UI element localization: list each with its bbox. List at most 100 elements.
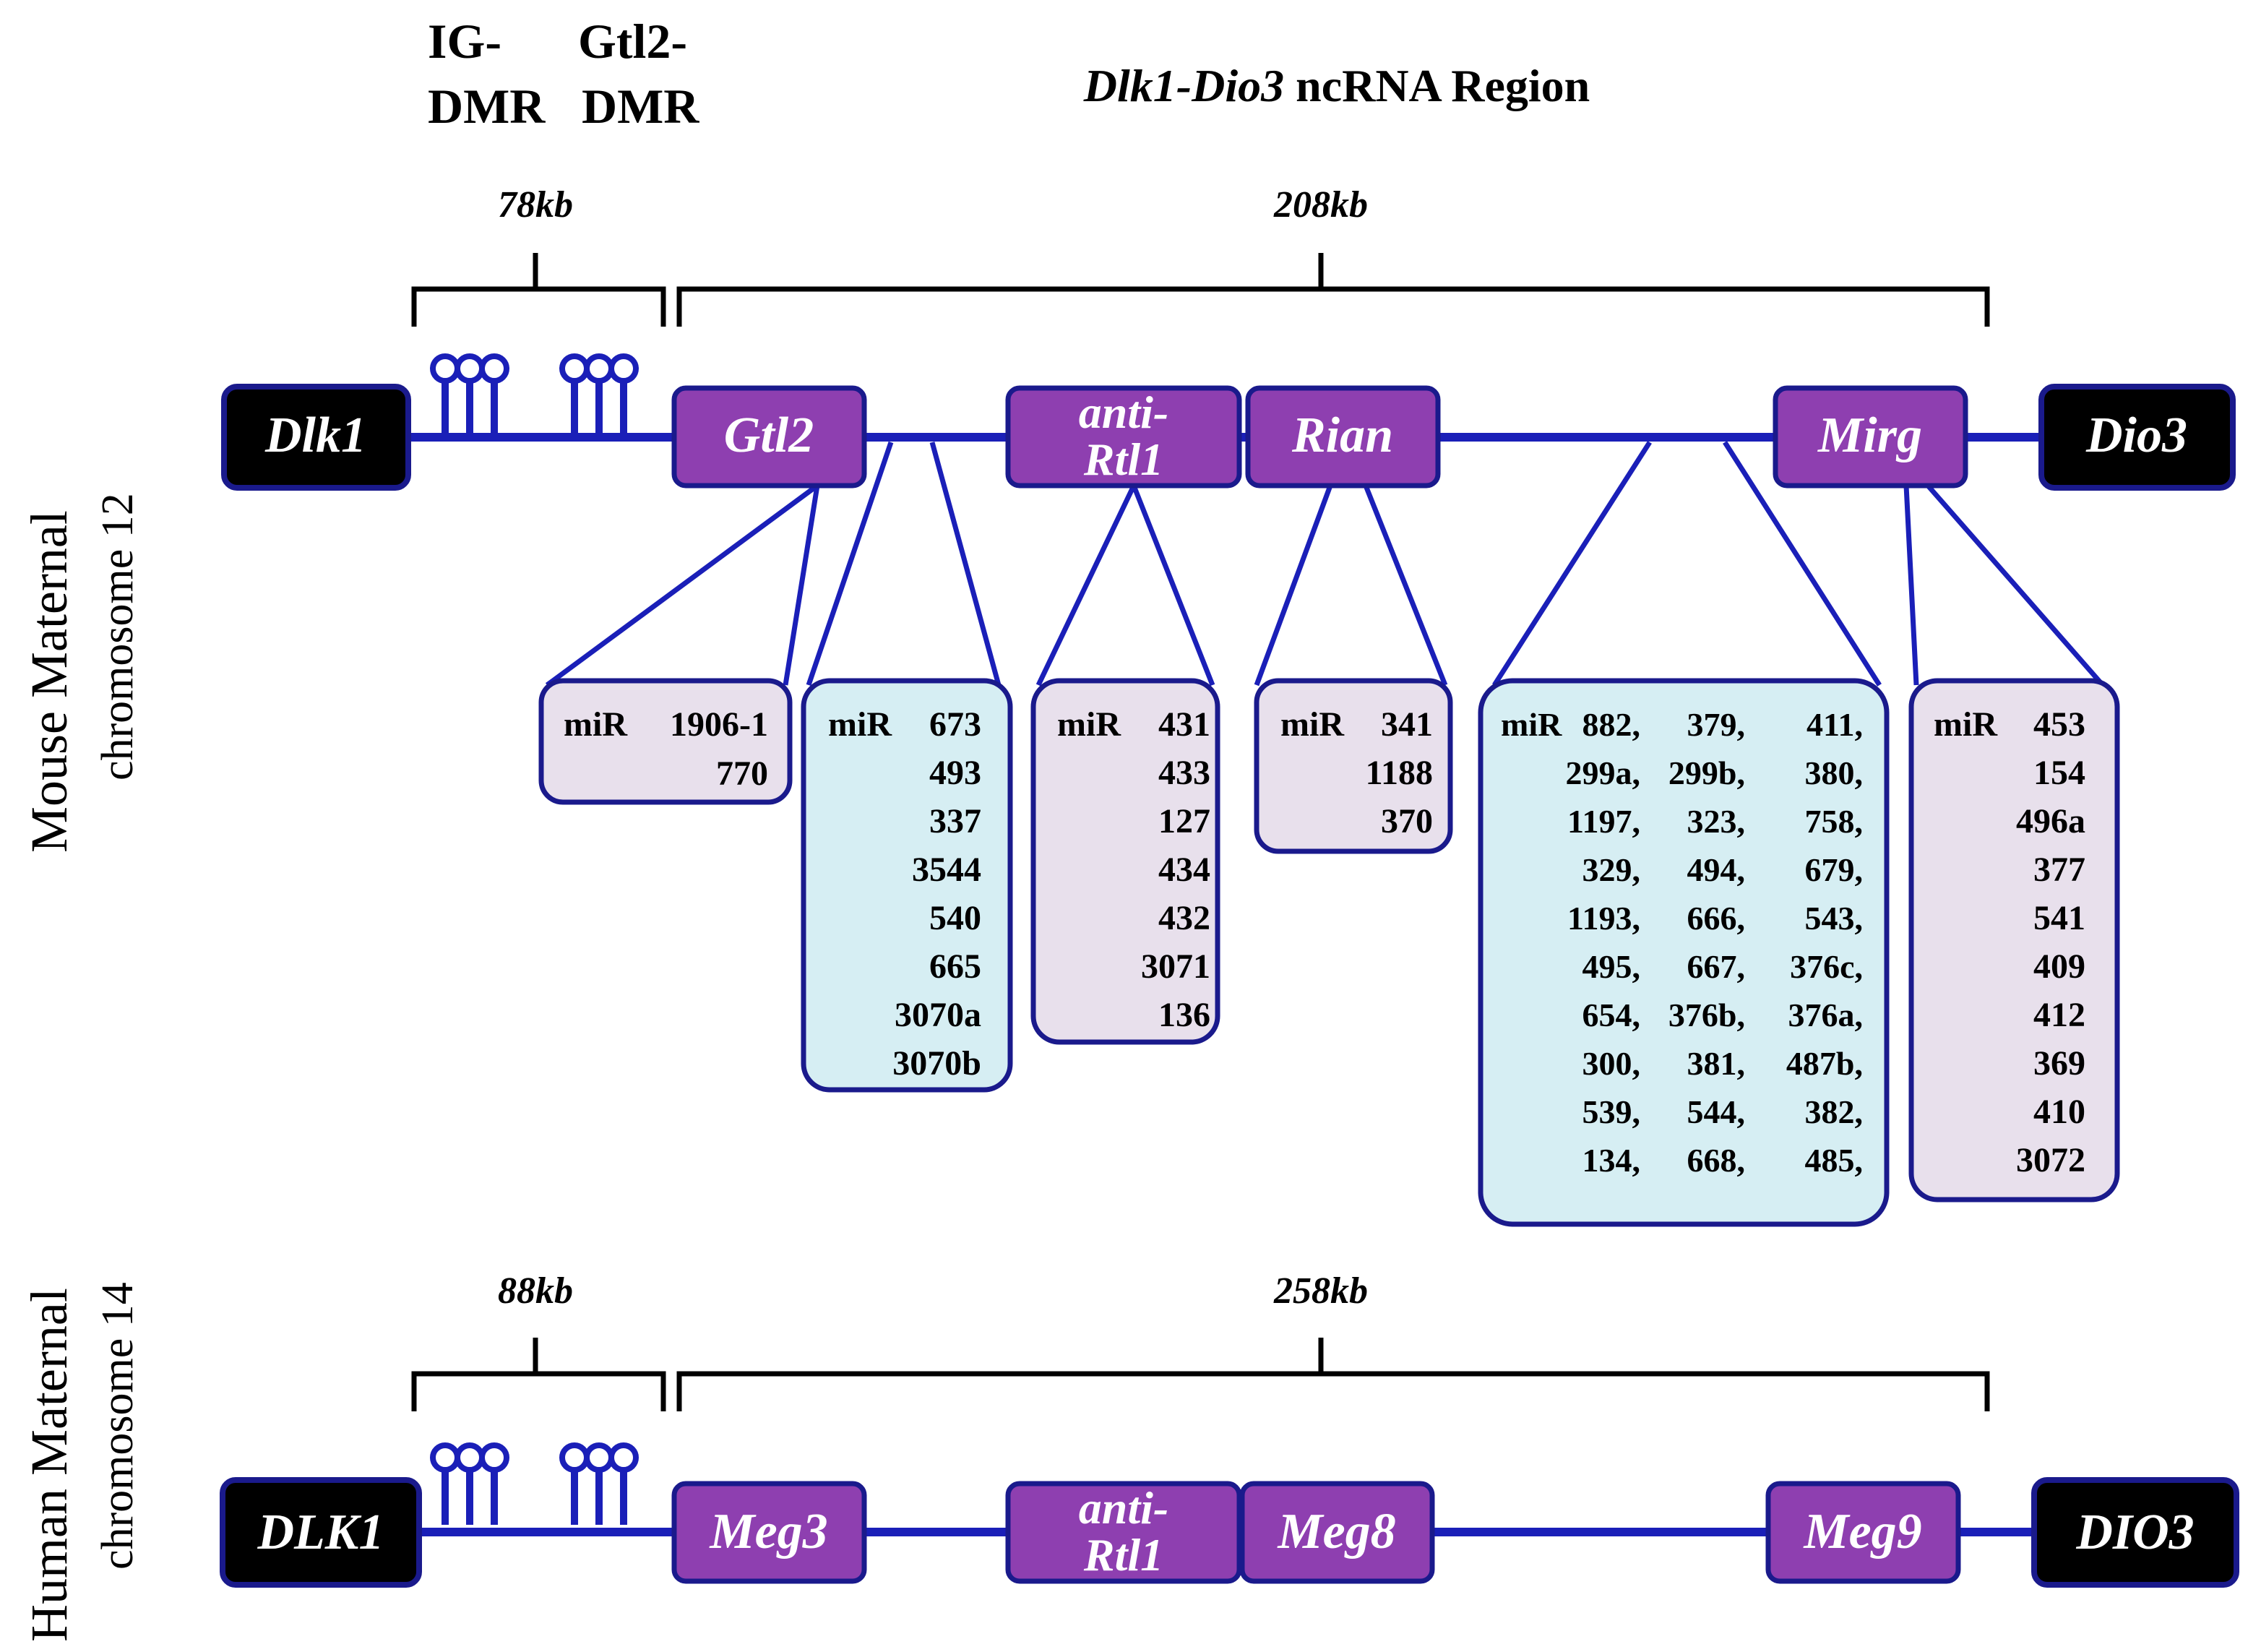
lollipop-methyl-icon xyxy=(611,1445,636,1525)
gene-anti-rtl1-human: anti- Rtl1 xyxy=(1005,1481,1242,1584)
human-bracket-right xyxy=(676,1338,1990,1411)
gene-gtl2: Gtl2 xyxy=(671,385,867,489)
mirna-item: 299b, xyxy=(1668,754,1745,791)
gene-meg8: Meg8 xyxy=(1239,1481,1435,1584)
gene-dio3-human: DIO3 xyxy=(2031,1477,2239,1588)
mirna-item: 493 xyxy=(929,754,981,792)
mouse-label-line1: Mouse Maternal xyxy=(20,510,78,853)
header: IG- DMR Gtl2- DMR Dlk1-Dio3 ncRNA Region xyxy=(428,14,1590,134)
gene-label-line1: anti- xyxy=(1079,1482,1168,1533)
mirna-item: 376a, xyxy=(1788,997,1864,1033)
mirna-item: 679, xyxy=(1805,851,1864,888)
gene-label-line2: Rtl1 xyxy=(1083,1529,1163,1580)
gene-label: DLK1 xyxy=(257,1505,384,1560)
gene-rian: Rian xyxy=(1245,385,1441,489)
lollipop-methyl-icon xyxy=(482,356,507,436)
gene-label-line1: anti- xyxy=(1079,387,1168,438)
mirna-item: 329, xyxy=(1582,851,1641,888)
mirna-item: 376c, xyxy=(1790,948,1863,985)
mouse-side-label: Mouse Maternal chromosome 12 xyxy=(20,493,142,853)
human-genes: DLK1 Meg3 anti- Rtl1 Meg8 Meg9 DIO3 xyxy=(220,1477,2239,1588)
human-methylation-markers xyxy=(433,1445,636,1525)
mirna-item: 323, xyxy=(1687,803,1746,840)
gene-label: DIO3 xyxy=(2075,1505,2194,1560)
mirna-item: 154 xyxy=(2033,754,2085,792)
gene-label: Meg8 xyxy=(1277,1504,1395,1559)
mirna-item: 665 xyxy=(929,947,981,986)
human-bracket-left xyxy=(411,1338,666,1411)
lollipop-methyl-icon xyxy=(587,1445,611,1525)
mirna-item: 3071 xyxy=(1141,947,1210,986)
mouse-callout-lines xyxy=(545,441,2105,687)
mirna-item: 666, xyxy=(1687,900,1746,937)
mirna-item: 341 xyxy=(1381,705,1433,744)
mirna-item: 381, xyxy=(1687,1045,1746,1082)
gene-meg3: Meg3 xyxy=(671,1481,867,1584)
lollipop-methyl-icon xyxy=(562,356,587,436)
gene-label-line2: Rtl1 xyxy=(1083,434,1163,485)
mirna-cluster-mirg: miR 453 154 496a 377 541 409 412 369 410… xyxy=(1908,678,2120,1203)
mirna-prefix: miR xyxy=(1280,705,1345,744)
lollipop-methyl-icon xyxy=(562,1445,587,1525)
mirna-item: 667, xyxy=(1687,948,1746,985)
mirna-item: 1906-1 xyxy=(670,705,768,744)
human-span-brackets: 88kb 258kb xyxy=(411,1270,1990,1411)
mirna-item: 1193, xyxy=(1567,900,1640,937)
mirna-item: 540 xyxy=(929,899,981,937)
mirna-cluster-anti-rtl1: miR 431 433 127 434 432 3071 136 xyxy=(1030,678,1220,1045)
mirna-item: 412 xyxy=(2033,996,2085,1034)
gtl2-dmr-label-line1: Gtl2- xyxy=(578,14,687,69)
gene-dlk1: Dlk1 xyxy=(221,384,411,491)
mouse-bracket-right xyxy=(676,253,1990,327)
lollipop-methyl-icon xyxy=(587,356,611,436)
mirna-grid: 882,379,411,299a,299b,380,1197,323,758,3… xyxy=(1566,706,1864,1179)
mouse-span-right-label: 208kb xyxy=(1273,184,1368,225)
lollipop-methyl-icon xyxy=(482,1445,507,1525)
mouse-span-left-label: 78kb xyxy=(498,184,573,225)
mirna-item: 300, xyxy=(1582,1045,1641,1082)
human-side-label: Human Maternal chromosome 14 xyxy=(20,1282,142,1642)
gene-dio3: Dio3 xyxy=(2038,384,2236,491)
ig-dmr-label-line1: IG- xyxy=(428,14,501,69)
gene-label: Gtl2 xyxy=(724,408,814,463)
mirna-item: 380, xyxy=(1805,754,1864,791)
mirna-prefix: miR xyxy=(564,705,628,744)
mirna-cluster-gtl2-downstream: miR 673 493 337 3544 540 665 3070a 3070b xyxy=(801,678,1013,1093)
mirna-item: 495, xyxy=(1582,948,1641,985)
mirna-item: 410 xyxy=(2033,1093,2085,1131)
human-label-line1: Human Maternal xyxy=(20,1288,78,1642)
mirna-item: 431 xyxy=(1158,705,1210,744)
mouse-methylation-markers xyxy=(433,356,636,436)
gene-meg9: Meg9 xyxy=(1765,1481,1961,1584)
mirna-item: 411, xyxy=(1806,706,1863,743)
gene-anti-rtl1: anti- Rtl1 xyxy=(1005,385,1242,489)
mirna-item: 543, xyxy=(1805,900,1864,937)
region-title-italic: Dlk1-Dio3 xyxy=(1083,60,1284,111)
gene-label: Mirg xyxy=(1817,408,1922,463)
mirna-item: 882, xyxy=(1582,706,1641,743)
mirna-item: 3544 xyxy=(912,851,981,889)
mirna-item: 369 xyxy=(2033,1044,2085,1083)
mirna-item: 1197, xyxy=(1567,803,1640,840)
human-label-line2: chromosome 14 xyxy=(93,1282,142,1570)
mouse-span-brackets: 78kb 208kb xyxy=(411,184,1990,327)
mirna-item: 433 xyxy=(1158,754,1210,792)
ig-dmr-label-line2: DMR xyxy=(428,79,546,134)
mirna-item: 409 xyxy=(2033,947,2085,986)
mirna-item: 3070a xyxy=(895,996,981,1034)
gene-label: Meg3 xyxy=(709,1504,827,1559)
gene-dlk1-human: DLK1 xyxy=(220,1477,422,1588)
mirna-cluster-rian: miR 341 1188 370 xyxy=(1254,678,1453,854)
mirna-prefix: miR xyxy=(1501,706,1562,743)
mirna-item: 770 xyxy=(716,754,768,793)
mirna-item: 485, xyxy=(1805,1142,1864,1179)
gene-mirg: Mirg xyxy=(1773,385,1968,489)
mirna-item: 668, xyxy=(1687,1142,1746,1179)
gene-label: Meg9 xyxy=(1803,1504,1921,1559)
mirna-prefix: miR xyxy=(1934,705,1998,744)
lollipop-methyl-icon xyxy=(457,356,482,436)
mirna-item: 337 xyxy=(929,802,981,840)
mirna-item: 134, xyxy=(1582,1142,1641,1179)
mirna-item: 432 xyxy=(1158,899,1210,937)
